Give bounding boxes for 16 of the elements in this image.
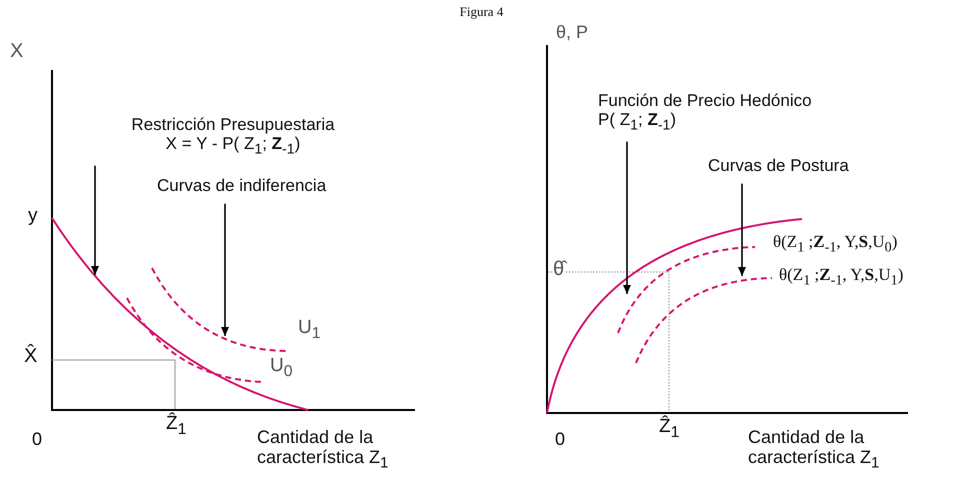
annotation-text: Función de Precio Hedónico [598, 92, 812, 111]
leader-arrow [623, 142, 631, 294]
leader-arrow [91, 166, 99, 275]
dashed-curve [151, 268, 288, 352]
solid-curve [546, 218, 802, 414]
axis-label: θ, P [556, 23, 588, 43]
annotation-text: Restricción Presupuestaria [130, 116, 336, 135]
leader-arrow [738, 184, 746, 276]
annotation-text: Curvas de indiferencia [157, 177, 326, 196]
dashed-curve [126, 298, 264, 383]
leader-arrow [221, 204, 229, 336]
figure-title: Figura 4 [458, 4, 504, 20]
annotation-text: Curvas de Postura [708, 157, 849, 176]
annotation-text: P( Z$_{1}$; Z$_{-1}$) [598, 110, 678, 134]
annotation-text: X = Y - P( Z$_{1}$; Z$_{-1}$) [164, 134, 302, 158]
solid-curve [51, 217, 308, 411]
